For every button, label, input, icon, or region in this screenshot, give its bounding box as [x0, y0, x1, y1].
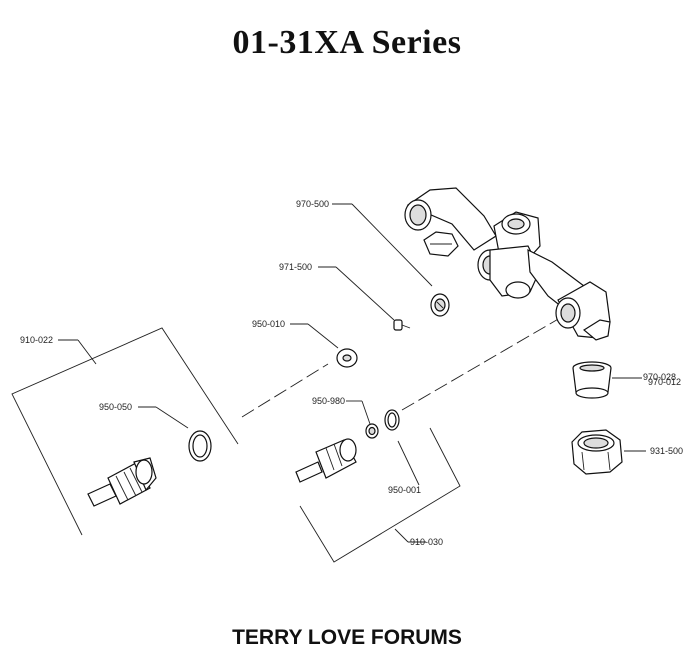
part-labels: 970-500 971-500 950-010 910-022 950-050 …	[20, 199, 683, 547]
label-931-500: 931-500	[650, 446, 683, 456]
part-970-028-adapter	[572, 361, 612, 399]
label-910-022: 910-022	[20, 335, 53, 345]
label-950-050: 950-050	[99, 402, 132, 412]
label-970-028: 970-028	[643, 372, 676, 382]
label-970-500: 970-500	[296, 199, 329, 209]
label-910-030: 910-030	[410, 537, 443, 547]
part-950-010-washer	[336, 348, 358, 368]
label-950-010: 950-010	[252, 319, 285, 329]
leader-lines	[11, 203, 646, 563]
part-950-001-o-ring	[384, 409, 400, 431]
part-950-980-ring	[365, 423, 379, 439]
label-950-001: 950-001	[388, 485, 421, 495]
label-970-012: 970-012	[648, 377, 681, 387]
label-971-500: 971-500	[279, 262, 312, 272]
valve-body	[404, 187, 611, 341]
part-970-500-seat	[430, 293, 450, 317]
part-931-500-nut	[571, 429, 623, 475]
diagram-title: 01-31XA Series	[232, 24, 462, 61]
part-910-030-stem	[295, 438, 357, 483]
part-950-050-o-ring	[188, 430, 212, 462]
footer-watermark: TERRY LOVE FORUMS	[232, 626, 462, 649]
part-910-022-stem	[87, 457, 157, 507]
part-971-500-screw	[393, 319, 411, 331]
label-950-980: 950-980	[312, 396, 345, 406]
